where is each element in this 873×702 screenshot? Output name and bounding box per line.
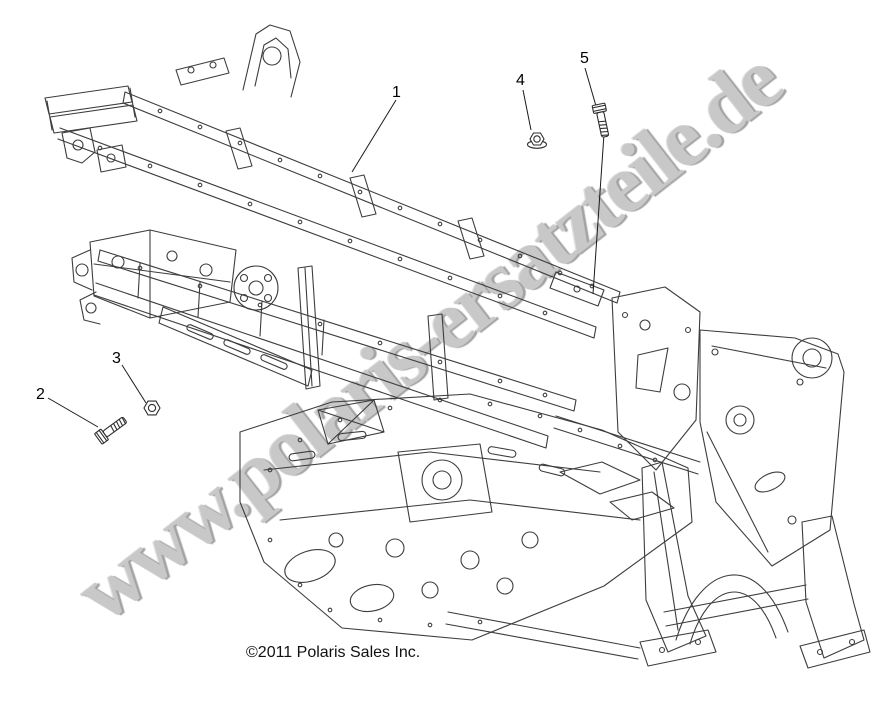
callout-2: 2: [36, 386, 45, 403]
bolt-icon: [93, 413, 130, 445]
frame-outline: [44, 24, 871, 669]
bolt-icon: [591, 102, 613, 139]
callout-5: 5: [580, 50, 589, 67]
callout-3: 3: [112, 350, 121, 367]
callout-4: 4: [516, 72, 525, 89]
leader-lines: [47, 67, 605, 428]
callout-1: 1: [392, 84, 401, 101]
flange-nut-icon: [526, 132, 548, 149]
copyright-text: ©2011 Polaris Sales Inc.: [246, 644, 421, 661]
nut-icon: [143, 400, 161, 416]
